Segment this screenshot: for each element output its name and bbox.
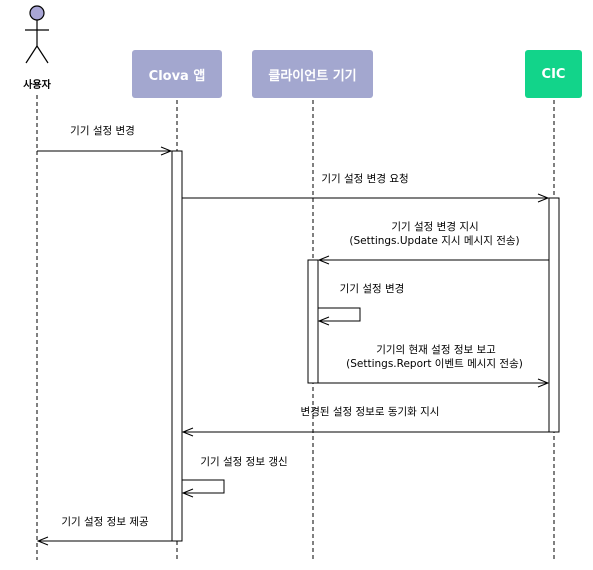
message-label-m5-line2: (Settings.Report 이벤트 메시지 전송) [346, 358, 523, 370]
message-label-m4: 기기 설정 변경 [339, 283, 405, 295]
message-label-m6: 변경된 설정 정보로 동기화 지시 [300, 406, 440, 418]
message-label-m7: 기기 설정 정보 갱신 [200, 456, 288, 468]
message-label-m5-line1: 기기의 현재 설정 정보 보고 [376, 344, 496, 356]
message-label-m3-line1: 기기 설정 변경 지시 [391, 221, 479, 233]
message-label-m1: 기기 설정 변경 [70, 125, 135, 137]
arrow-m7 [182, 479, 225, 493]
message-label-m3-line2: (Settings.Update 지시 메시지 전송) [349, 235, 520, 247]
actor-icon [25, 5, 49, 64]
activation-clova-app [171, 150, 183, 542]
message-label-m8: 기기 설정 정보 제공 [61, 516, 149, 528]
activation-client-device [307, 259, 319, 384]
arrow-m4 [318, 307, 361, 321]
actor-label: 사용자 [23, 80, 51, 91]
activation-cic [548, 197, 560, 433]
participant-clova-app: Clova 앱 [132, 50, 222, 98]
participant-client-device: 클라이언트 기기 [252, 50, 373, 98]
message-label-m2: 기기 설정 변경 요청 [321, 173, 409, 185]
participant-cic: CIC [525, 50, 582, 98]
